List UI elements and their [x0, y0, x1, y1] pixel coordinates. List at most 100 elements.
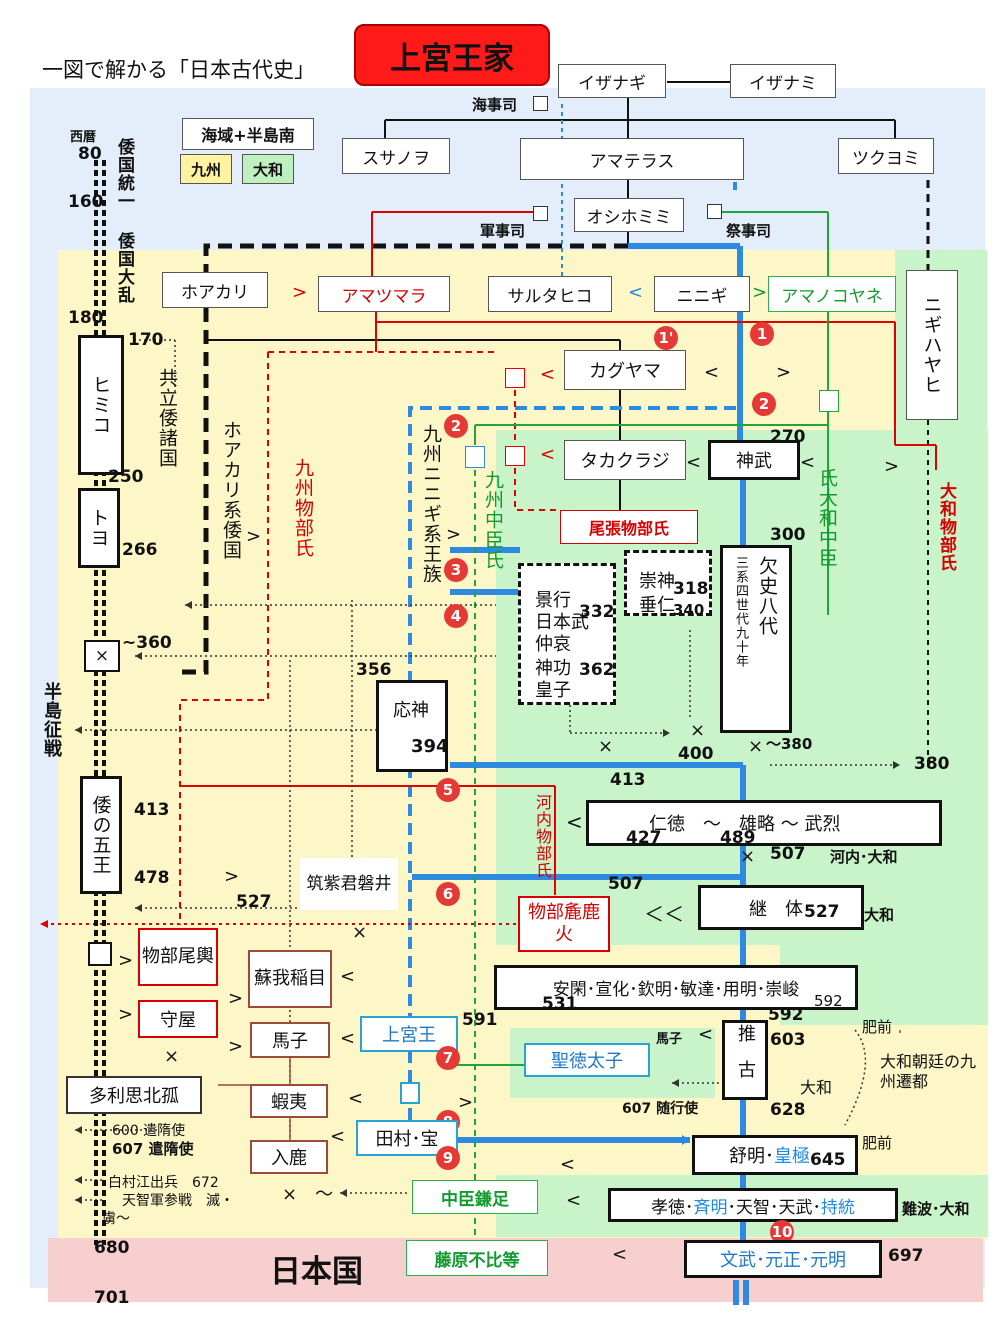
nigihayahi-box: ニギハヤヒ	[906, 270, 958, 420]
arrow-iwai: >	[224, 866, 240, 887]
region-sento: 大和朝廷の九州遷都	[880, 1052, 977, 1091]
kawachi-mononobe-label: 河内物部氏	[533, 794, 552, 879]
arrow-jimmu: <	[800, 452, 816, 473]
arrow-emishi: <	[348, 1088, 364, 1109]
jomei-box: 舒明･ 皇極	[692, 1135, 858, 1175]
kamatari-box: 中臣鎌足	[412, 1180, 538, 1214]
izanami-box: イザナミ	[730, 64, 836, 98]
timeline-square	[88, 942, 112, 966]
arrow-blue: <	[628, 282, 644, 303]
jogu-box: 上宮王	[360, 1016, 458, 1052]
year-180: 180	[68, 308, 104, 328]
tsukuyomi-box: ツクヨミ	[838, 138, 934, 174]
fuhito-box: 藤原不比等	[406, 1240, 548, 1276]
himiko-label: ヒミコ	[89, 375, 112, 435]
gunji-label: 軍事司	[480, 222, 526, 240]
year-380a: 〜380	[766, 735, 813, 753]
arrow-keitai: ＜＜	[644, 902, 684, 926]
year-332: 332	[579, 602, 615, 622]
takakuraji-box: タカクラジ	[564, 440, 686, 480]
year-592b: 592	[814, 992, 843, 1010]
year-170: 170	[128, 330, 164, 350]
cross-6: ×	[164, 1046, 180, 1067]
year-507b: 507	[608, 874, 644, 894]
amanokoyane-box: アマノコヤネ	[768, 276, 896, 312]
region-hizen-2: 肥前	[862, 1134, 893, 1152]
arrow-iname-l: >	[228, 988, 244, 1009]
kotoku-label: 孝徳･	[651, 1197, 694, 1218]
kotoku-box: 孝徳･ 斉明 ･天智･天武･ 持統	[608, 1188, 898, 1222]
red-square-2	[505, 446, 525, 466]
amatsumara-box: アマツマラ	[318, 276, 450, 312]
tenji-sansen: 天智軍参戦 滅・	[122, 1193, 234, 1209]
susanoo-box: スサノヲ	[342, 138, 450, 174]
keitai-box: 継 体	[698, 885, 864, 930]
arrow-okoshi-l: >	[118, 950, 134, 971]
tarishi-box: 多利思北孤	[66, 1076, 202, 1114]
year-360: ~360	[122, 633, 172, 653]
year-380b: 380	[914, 754, 950, 774]
cross-5: ×	[352, 922, 368, 943]
arrow-red-2: <	[540, 364, 556, 385]
blue-link-box	[400, 1082, 420, 1104]
arrow-ninigi: >	[446, 524, 462, 545]
year-507a: 507	[770, 844, 806, 864]
year-427: 427	[626, 828, 662, 848]
cross-4: ×	[740, 846, 756, 867]
arrow-umako-l: >	[228, 1036, 244, 1057]
year-600: 600 遣隋使	[112, 1123, 186, 1139]
amaterasu-box: アマテラス	[520, 138, 744, 180]
nigihayahi-label: ニギハヤヒ	[920, 295, 943, 395]
year-394: 394	[411, 735, 449, 757]
chuai-label: 仲哀	[535, 634, 571, 655]
saiji-square	[707, 204, 722, 219]
arrow-red: >	[292, 282, 308, 303]
ninigi-box: ニニギ	[654, 276, 750, 312]
marker-1: 1	[750, 322, 774, 346]
year-591: 591	[462, 1010, 498, 1030]
year-250: 250	[108, 467, 144, 487]
sujin-label: 崇神	[639, 571, 675, 592]
year-340: 340	[673, 601, 705, 619]
year-672: 白村江出兵 672	[108, 1175, 219, 1191]
legend-sea: 海域+半島南	[182, 118, 314, 150]
umako-box: 馬子	[250, 1022, 330, 1058]
cross-3: ×	[748, 736, 764, 757]
gunji-square	[533, 206, 548, 221]
red-square-1	[505, 368, 525, 388]
year-527: 527	[804, 902, 840, 922]
region-yamato-2: 大和	[800, 1078, 833, 1097]
marker-5: 5	[436, 778, 460, 802]
seireki-label: 西暦	[70, 130, 97, 145]
kyushu-mononobe-label: 九州物部氏	[292, 458, 314, 558]
year-160: 160	[68, 192, 104, 212]
year-318: 318	[673, 579, 709, 599]
jimmu-box: 神武	[708, 440, 800, 480]
region-naniwa: 難波･大和	[902, 1200, 970, 1218]
year-592a: 592	[768, 1005, 804, 1025]
page-title: 一図で解かる「日本古代史」	[42, 58, 315, 82]
year-603: 603	[770, 1030, 806, 1050]
emishi-box: 蝦夷	[250, 1084, 328, 1118]
toyo-label: トヨ	[87, 508, 110, 548]
himiko-box: ヒミコ	[78, 335, 124, 475]
kyoritsu-label: 共立倭諸国	[156, 368, 178, 468]
year-413-left: 413	[134, 800, 170, 820]
gonoou-box: 倭の五王	[80, 776, 122, 894]
arrow-hoakarikei: >	[246, 526, 262, 547]
arrow-iname: <	[340, 966, 356, 987]
kesshi-label: 欠史八代	[756, 556, 778, 636]
year-80: 80	[78, 144, 102, 164]
oshihomimi-box: オシホミミ	[574, 198, 684, 232]
year-356: 356	[356, 660, 392, 680]
arakabi-box: 物部麁鹿火	[518, 896, 610, 952]
year-680: 680	[94, 1238, 130, 1258]
mommu-box: 文武･元正･元明	[684, 1240, 882, 1278]
marker-9: 9	[436, 1146, 460, 1170]
okoshi-box: 物部尾輿	[138, 928, 218, 986]
kaguyama-box: カグヤマ	[564, 350, 686, 390]
iwai-box: 筑紫君磐井	[300, 858, 398, 910]
turmoil-label: 倭国大乱	[114, 232, 134, 304]
cross-360-box: ×	[84, 640, 120, 672]
hanto-label: 半島征戦	[41, 682, 62, 758]
